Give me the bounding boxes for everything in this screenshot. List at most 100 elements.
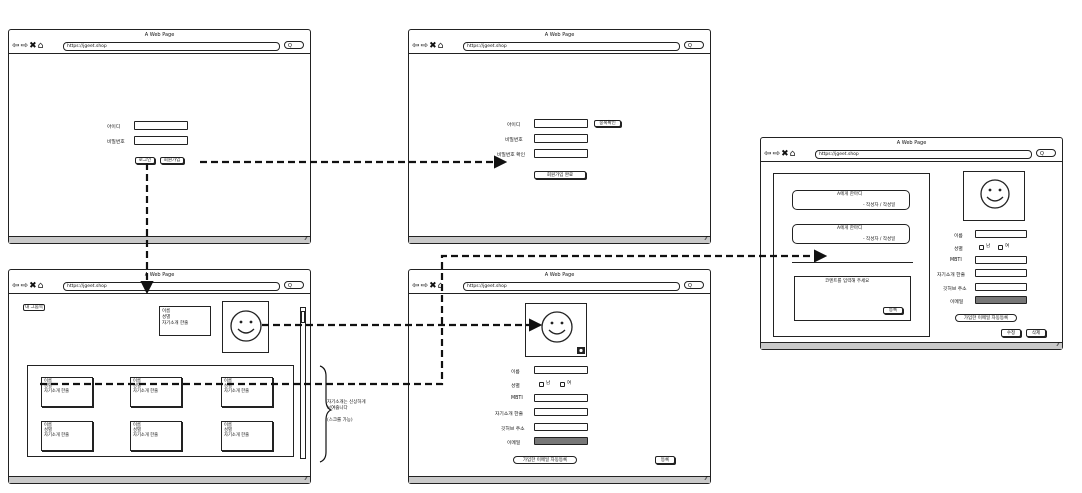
github-label: 깃허브 주소 bbox=[943, 287, 967, 292]
divider bbox=[792, 262, 913, 263]
intro-label: 자기소개 한줄 bbox=[495, 412, 524, 417]
resize-handle-icon[interactable]: ⁄⁄ bbox=[1057, 342, 1059, 348]
gender-male-label: 남 bbox=[546, 381, 551, 386]
comment-bubble: A에게 한마디 - 작성자 / 작성일 bbox=[792, 224, 910, 244]
mbti-input[interactable] bbox=[534, 394, 588, 402]
intro-input[interactable] bbox=[975, 269, 1027, 277]
avatar-upload[interactable] bbox=[525, 303, 587, 357]
pw-confirm-input[interactable] bbox=[534, 149, 588, 158]
nav-icons[interactable]: ⇦⇨✖⌂ bbox=[764, 149, 797, 159]
nav-icons[interactable]: ⇦⇨✖⌂ bbox=[12, 281, 45, 291]
url-bar[interactable]: https://jgeet.shop bbox=[815, 150, 1032, 159]
resize-handle-icon[interactable]: ⁄⁄ bbox=[705, 476, 707, 482]
card-gender: 성별 bbox=[44, 384, 52, 390]
gender-female-label: 여 bbox=[1005, 244, 1010, 249]
comment-input[interactable]: 코멘트를 입력해 주세요 등록 bbox=[794, 276, 911, 321]
url-bar[interactable]: https://jgeet.shop bbox=[463, 282, 680, 291]
pw-input[interactable] bbox=[534, 134, 588, 143]
card-intro: 자기소개 한줄 bbox=[44, 433, 70, 439]
email-auto-toggle[interactable]: 가입한 이메일 자동등록 bbox=[513, 456, 577, 464]
detail-window: A Web Page ⇦⇨✖⌂ https://jgeet.shop Q A에게… bbox=[760, 137, 1063, 350]
comment-panel: A에게 한마디 - 작성자 / 작성일 A에게 한마디 - 작성자 / 작성일 … bbox=[773, 173, 930, 337]
gender-male-checkbox[interactable] bbox=[979, 245, 984, 250]
card-intro: 자기소개 한줄 bbox=[133, 433, 159, 439]
list-window: A Web Page ⇦⇨✖⌂ https://jgeet.shop Q 내 그… bbox=[8, 269, 311, 484]
mbti-input[interactable] bbox=[975, 256, 1027, 264]
github-input[interactable] bbox=[534, 423, 588, 431]
url-bar[interactable]: https://jgeet.shop bbox=[463, 42, 680, 51]
resize-handle-icon[interactable]: ⁄⁄ bbox=[305, 236, 307, 242]
search-icon[interactable]: Q bbox=[684, 41, 704, 49]
id-input[interactable] bbox=[134, 121, 188, 130]
avatar[interactable] bbox=[222, 301, 269, 353]
gender-female-checkbox[interactable] bbox=[560, 382, 565, 387]
resize-handle-icon[interactable]: ⁄⁄ bbox=[705, 236, 707, 242]
card-intro: 자기소개 한줄 bbox=[44, 389, 70, 395]
search-icon[interactable]: Q bbox=[1036, 149, 1056, 157]
login-button[interactable]: 로그인 bbox=[135, 157, 155, 164]
nav-icons[interactable]: ⇦⇨✖⌂ bbox=[412, 41, 445, 51]
card-gender: 성별 bbox=[133, 428, 141, 434]
card-gender: 성별 bbox=[224, 384, 232, 390]
card-intro: 자기소개 한줄 bbox=[224, 389, 250, 395]
name-label: 이름 bbox=[954, 234, 963, 239]
search-icon[interactable]: Q bbox=[284, 281, 304, 289]
side-note-scroll: (스크롤 가능) bbox=[327, 418, 353, 423]
profile-gender: 성별 bbox=[162, 315, 171, 320]
card-intro: 자기소개 한줄 bbox=[224, 433, 250, 439]
comment-submit-button[interactable]: 등록 bbox=[883, 307, 903, 314]
card-name: 이름 bbox=[44, 423, 52, 428]
id-input[interactable] bbox=[534, 119, 588, 128]
intro-input[interactable] bbox=[534, 408, 588, 416]
email-auto-toggle[interactable]: 가입한 이메일 자동등록 bbox=[955, 314, 1017, 322]
email-input[interactable] bbox=[534, 437, 588, 445]
url-bar[interactable]: https://jgeet.shop bbox=[63, 42, 280, 51]
pw-input[interactable] bbox=[134, 136, 188, 145]
window-title: A Web Page bbox=[896, 140, 927, 146]
signup-window: A Web Page ⇦⇨✖⌂ https://jgeet.shop Q 아이디… bbox=[408, 29, 711, 244]
avatar bbox=[963, 171, 1025, 221]
register-button[interactable]: 등록 bbox=[655, 456, 675, 464]
search-icon[interactable]: Q bbox=[684, 281, 704, 289]
edit-button[interactable]: 수정 bbox=[1001, 329, 1021, 337]
comment-placeholder: 코멘트를 입력해 주세요 bbox=[825, 279, 870, 284]
card-name: 이름 bbox=[133, 423, 141, 428]
email-input[interactable] bbox=[975, 296, 1027, 304]
my-page-button[interactable]: 내 그룹목 bbox=[23, 304, 45, 311]
github-input[interactable] bbox=[975, 283, 1027, 291]
duplicate-check-button[interactable]: 중복확인 bbox=[594, 120, 621, 127]
gender-male-label: 남 bbox=[986, 244, 991, 249]
card-gender: 성별 bbox=[224, 428, 232, 434]
nav-icons[interactable]: ⇦⇨✖⌂ bbox=[12, 41, 45, 51]
name-input[interactable] bbox=[534, 366, 588, 374]
gender-male-checkbox[interactable] bbox=[539, 382, 544, 387]
card-gender: 성별 bbox=[133, 384, 141, 390]
resize-handle-icon[interactable]: ⁄⁄ bbox=[305, 476, 307, 482]
id-label: 아이디 bbox=[107, 125, 121, 130]
url-bar[interactable]: https://jgeet.shop bbox=[63, 282, 280, 291]
gender-female-label: 여 bbox=[567, 381, 572, 386]
scrollbar[interactable] bbox=[300, 307, 306, 459]
signup-complete-button[interactable]: 회원가입 완료 bbox=[534, 171, 586, 179]
window-title: A Web Page bbox=[544, 32, 575, 38]
signup-button[interactable]: 회원가입 bbox=[160, 157, 184, 164]
name-input[interactable] bbox=[975, 230, 1027, 238]
delete-button[interactable]: 삭제 bbox=[1026, 329, 1046, 337]
nav-icons[interactable]: ⇦⇨✖⌂ bbox=[412, 281, 445, 291]
email-label: 이메일 bbox=[507, 441, 521, 446]
profile-register-window: A Web Page ⇦⇨✖⌂ https://jgeet.shop Q 이름 … bbox=[408, 269, 711, 484]
side-note: 자기소개는 신상하게 보여줍니다 bbox=[327, 400, 366, 411]
smiley-face-icon bbox=[230, 310, 262, 342]
gender-female-checkbox[interactable] bbox=[998, 245, 1003, 250]
mbti-label: MBTI bbox=[511, 396, 523, 401]
search-icon[interactable]: Q bbox=[284, 41, 304, 49]
gender-label: 성별 bbox=[954, 247, 963, 252]
scroll-thumb[interactable] bbox=[301, 311, 305, 323]
